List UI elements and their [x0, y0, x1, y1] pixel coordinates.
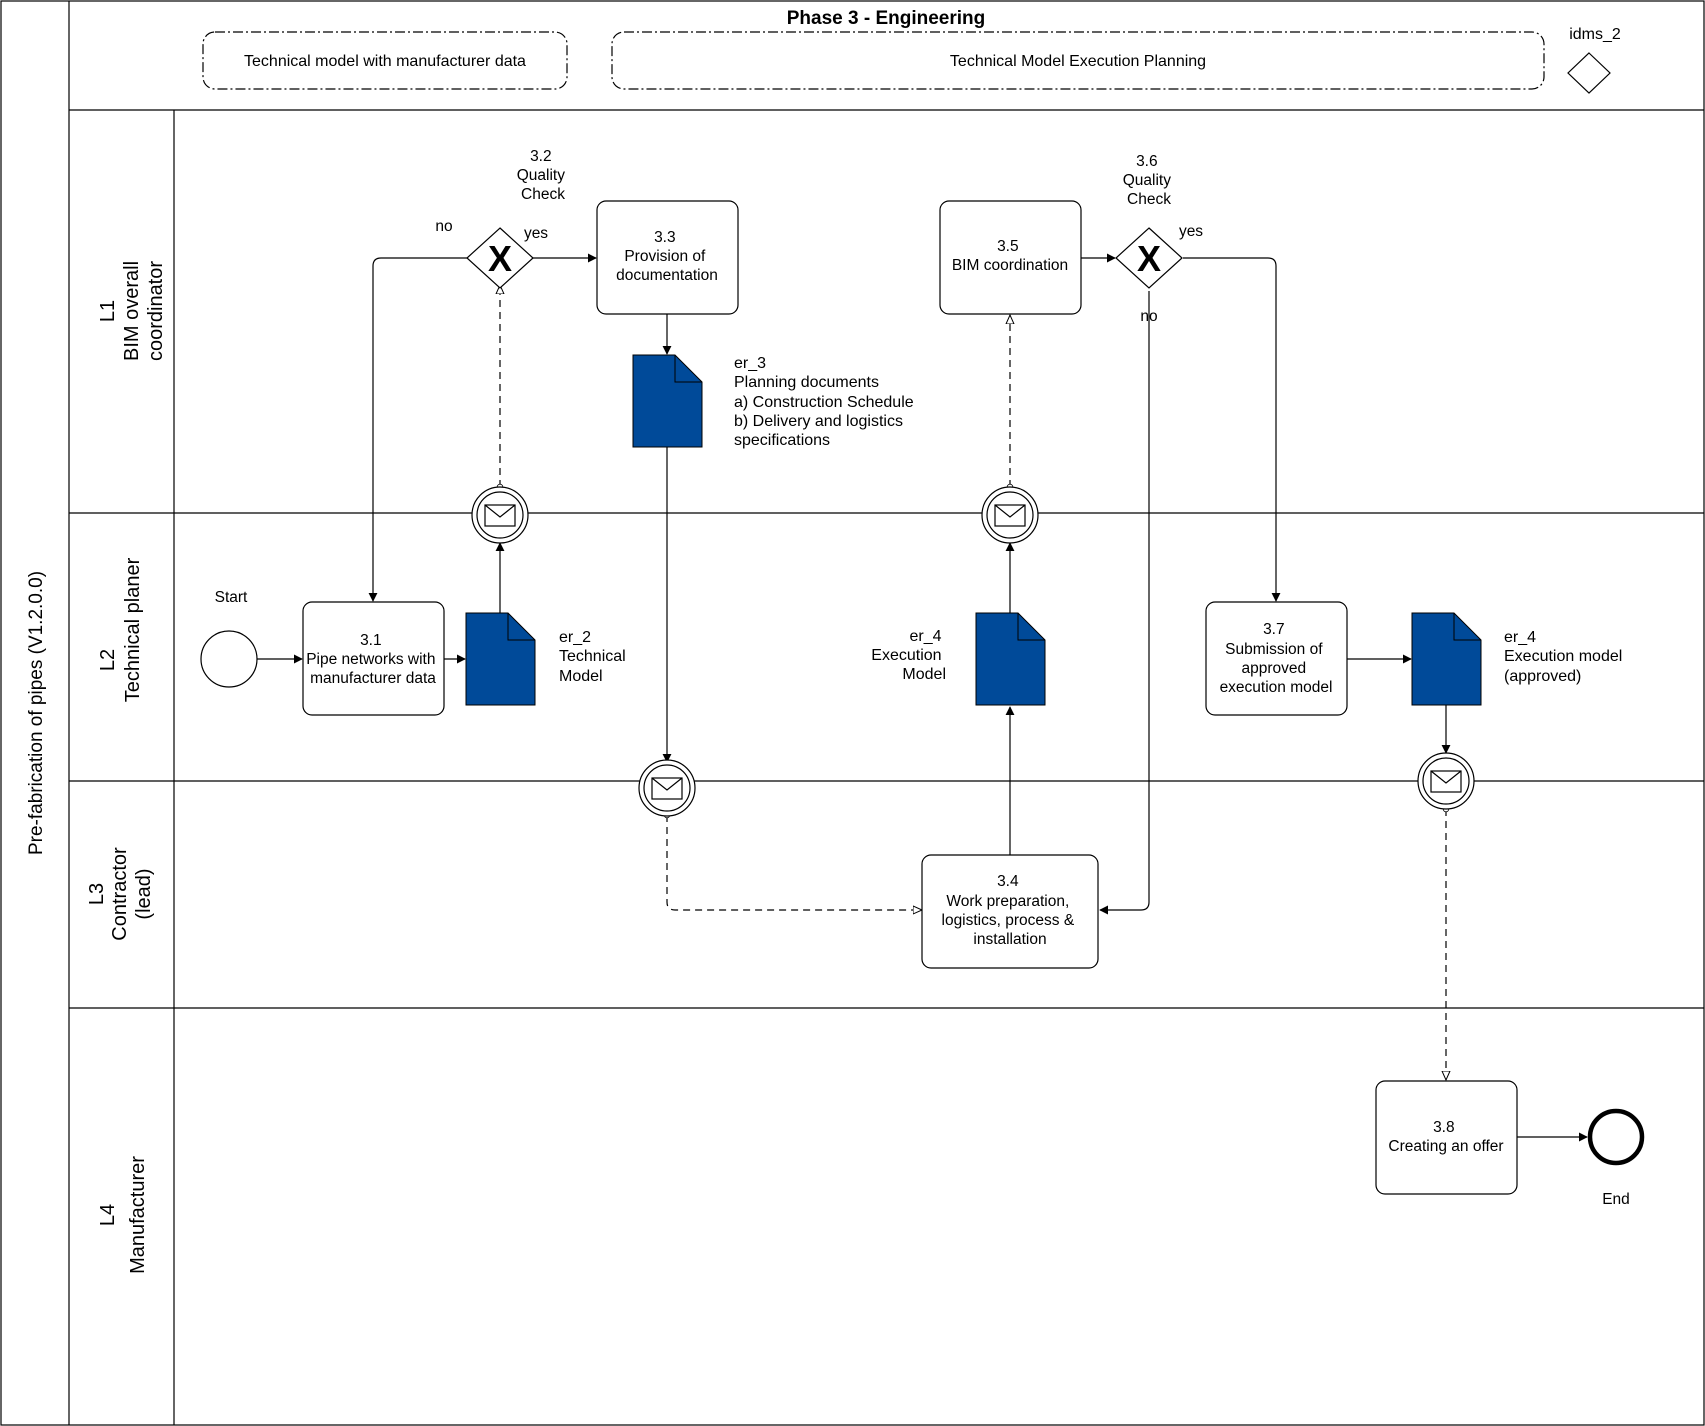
gateway-3-6[interactable]: X [1115, 227, 1183, 289]
svg-text:L3: L3 [86, 883, 108, 905]
phase-title: Phase 3 - Engineering [787, 8, 986, 29]
data-object-er4-label: er_4 Execution Model [871, 628, 946, 683]
svg-text:3.5 BIM coordination: 3.5 BIM coordination [952, 238, 1068, 274]
pool-label: Pre-fabrication of pipes (V1.2.0.0) [26, 571, 47, 855]
task-3-8[interactable]: 3.8 Creating an offer [1375, 1080, 1518, 1195]
flow-lines [257, 253, 1588, 1142]
gateway-3-2-no-label: no [435, 218, 452, 235]
data-object-er2-label: er_2 Technical Model [559, 629, 630, 685]
gateway-3-2[interactable]: X [466, 227, 534, 289]
task-3-7[interactable]: 3.7 Submission of approved execution mod… [1205, 601, 1348, 716]
message-event-4[interactable] [1417, 752, 1475, 810]
data-object-er4[interactable] [975, 612, 1046, 706]
task-3-4[interactable]: 3.4 Work preparation, logistics, process… [921, 854, 1099, 969]
svg-text:Contractor: Contractor [109, 847, 131, 941]
data-object-er4-approved-label: er_4 Execution model (approved) [1504, 629, 1627, 685]
svg-text:3.7 Submission of: 3.7 Submission of approved execution mod… [1220, 621, 1333, 696]
svg-text:Technical planer: Technical planer [122, 557, 144, 702]
envelope-icon [1430, 770, 1462, 793]
gateway-3-2-yes-label: yes [524, 225, 548, 242]
message-event-3[interactable] [638, 759, 696, 817]
gateway-3-6-no-label: no [1140, 308, 1157, 325]
end-event-label: End [1602, 1191, 1630, 1208]
lane-label-l1: L1 BIM overall coordinator [97, 261, 167, 361]
data-object-er3-label: er_3 Planning documents a) Construction … [734, 355, 918, 449]
data-object-er3[interactable] [632, 354, 703, 448]
svg-text:3.6 Quality Check: 3.6 Quality Check [1123, 153, 1176, 208]
message-event-1[interactable] [471, 486, 529, 544]
end-event[interactable] [1587, 1108, 1645, 1166]
envelope-icon [651, 777, 683, 800]
svg-text:Technical Model Execution Plan: Technical Model Execution Planning [950, 53, 1206, 70]
svg-text:er_4 Execution Mod: er_4 Execution Model [871, 628, 946, 683]
idms-label: idms_2 [1569, 26, 1621, 43]
svg-text:3.1 Pipe networks with: 3.1 Pipe networks with manufacturer data [306, 632, 440, 687]
svg-text:er_3 Planning documents: er_3 Planning documents a) Construction … [734, 355, 918, 449]
envelope-icon [994, 504, 1026, 527]
svg-text:3.3 Provision of d: 3.3 Provision of documentation [616, 229, 718, 284]
lane-label-l2: L2 Technical planer [97, 557, 144, 702]
group-execution-planning: Technical Model Execution Planning [611, 31, 1545, 90]
idms-diamond-icon [1567, 52, 1611, 94]
svg-text:3.4 Work preparation,: 3.4 Work preparation, logistics, process… [942, 873, 1079, 948]
task-3-3[interactable]: 3.3 Provision of documentation [596, 200, 739, 315]
task-3-5[interactable]: 3.5 BIM coordination [939, 200, 1082, 315]
lane-label-l4: L4 Manufacturer [97, 1156, 149, 1274]
svg-text:L1: L1 [97, 300, 119, 322]
svg-text:Manufacturer: Manufacturer [127, 1156, 149, 1274]
start-event-label: Start [215, 589, 248, 606]
svg-text:er_2 Technical Mod: er_2 Technical Model [559, 629, 630, 685]
envelope-icon [484, 504, 516, 527]
gateway-3-6-yes-label: yes [1179, 223, 1203, 240]
data-object-er4-approved[interactable] [1411, 612, 1482, 706]
svg-text:er_4 Execution model: er_4 Execution model (approved) [1504, 629, 1627, 685]
task-3-1[interactable]: 3.1 Pipe networks with manufacturer data [302, 601, 445, 716]
svg-text:3.8 Creating an offer: 3.8 Creating an offer [1388, 1119, 1503, 1155]
gateway-3-6-label: 3.6 Quality Check [1123, 153, 1176, 208]
gateway-3-2-label: 3.2 Quality Check [517, 148, 570, 203]
data-object-er2[interactable] [465, 612, 536, 706]
message-event-2[interactable] [981, 486, 1039, 544]
group-technical-model: Technical model with manufacturer data [202, 31, 568, 90]
lane-label-l3: L3 Contractor (lead) [86, 847, 155, 941]
start-event[interactable] [200, 630, 258, 688]
svg-text:(lead): (lead) [133, 868, 155, 919]
svg-text:L4: L4 [97, 1204, 119, 1226]
svg-text:L2: L2 [97, 649, 119, 671]
svg-text:BIM overall: BIM overall [121, 261, 143, 361]
exclusive-gateway-icon: X [488, 238, 512, 279]
exclusive-gateway-icon: X [1137, 238, 1161, 279]
svg-text:3.2 Quality Check: 3.2 Quality Check [517, 148, 570, 203]
svg-text:Technical model with manufactu: Technical model with manufacturer data [244, 53, 526, 70]
svg-text:coordinator: coordinator [145, 261, 167, 361]
